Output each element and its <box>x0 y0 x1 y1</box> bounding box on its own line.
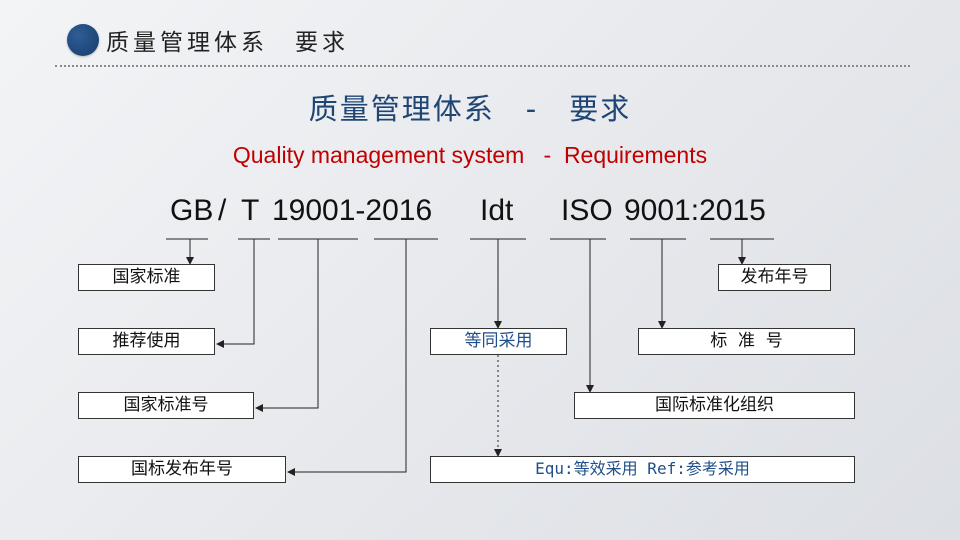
arrow-number <box>255 239 319 412</box>
label-release-year: 发布年号 <box>718 264 831 291</box>
label-identical-adoption: 等同采用 <box>430 328 567 355</box>
page-header-title: 质量管理体系 要求 <box>106 30 349 56</box>
code-part-number-year: 19001-2016 <box>272 194 433 227</box>
label-national-standard-number: 国家标准号 <box>78 392 254 419</box>
code-part-iso-number-year: 9001:2015 <box>624 194 766 227</box>
label-standard-number: 标 准 号 <box>638 328 855 355</box>
label-national-standard-release-year: 国标发布年号 <box>78 456 286 483</box>
code-part-slash: / <box>218 194 227 227</box>
label-equ-ref: Equ:等效采用 Ref:参考采用 <box>430 456 855 483</box>
title-accent-dot <box>67 24 99 56</box>
code-part-t: T <box>241 194 260 227</box>
code-part-iso: ISO <box>561 194 613 227</box>
diagram-title-chinese: 质量管理体系 - 要求 <box>308 92 632 126</box>
header-divider <box>55 65 910 67</box>
label-national-standard: 国家标准 <box>78 264 215 291</box>
arrow-t <box>216 239 255 348</box>
diagram-title-english: Quality management system - Requirements <box>232 142 708 168</box>
code-part-idt: Idt <box>480 194 514 227</box>
label-recommended-use: 推荐使用 <box>78 328 215 355</box>
arrow-year <box>287 239 407 476</box>
code-part-gb: GB <box>170 194 214 227</box>
label-iso: 国际标准化组织 <box>574 392 855 419</box>
